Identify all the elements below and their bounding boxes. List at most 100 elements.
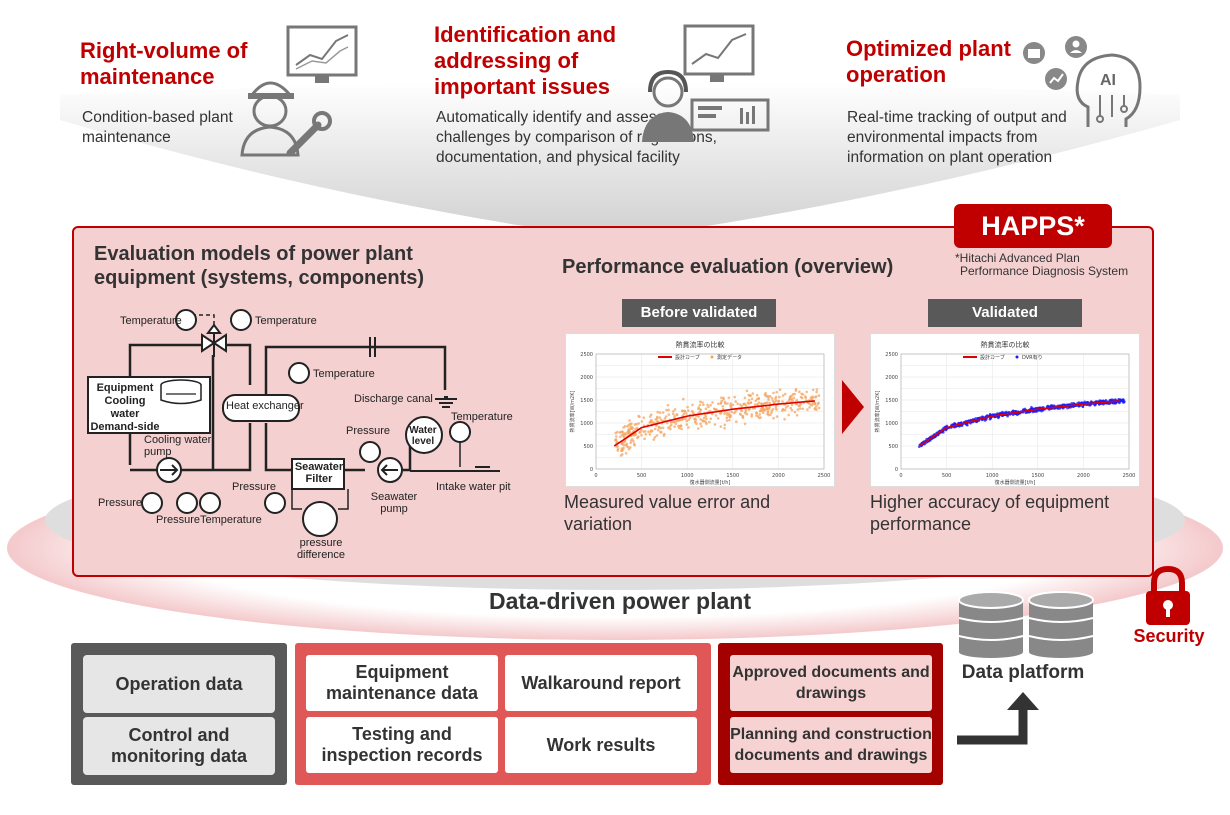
scatter-point [636,436,639,440]
label-pressure-3: Pressure [232,481,277,493]
scatter-point [655,424,658,428]
feature-title-optimized: Optimized plant operation [846,36,1011,87]
label-pressure-1: Pressure [98,497,143,509]
scatter-point [624,432,628,435]
scatter-point [674,422,678,425]
label-equipment: Equipment Cooling water Demand-side [90,382,160,433]
scatter-point [699,400,702,404]
scatter-point [699,408,702,412]
y-axis-label: 熱貫流率[W/m2K] [874,391,881,433]
scatter-point [806,408,809,411]
scatter-point [685,412,688,415]
scatter-point [621,434,624,437]
scatter-point [667,408,670,412]
y-axis-label: 熱貫流率[W/m2K] [569,391,576,433]
scatter-point [680,427,683,431]
happs-footnote-1: *Hitachi Advanced Plan [955,251,1080,265]
scatter-point [633,443,636,447]
scatter-point [793,410,797,414]
scatter-point [729,402,733,405]
scatter-point [678,426,681,430]
scatter-point [628,429,631,433]
scatter-point [640,429,643,432]
scatter-point [661,426,665,430]
scatter-point [642,430,645,433]
scatter-point [694,421,697,424]
label-discharge-canal: Discharge canal [354,393,433,405]
scatter-point [749,401,753,404]
scatter-point [705,417,708,421]
ai-head-icon: AI [1023,36,1142,127]
scatter-point [742,402,746,406]
scatter-point [794,389,798,392]
scatter-point [787,399,791,402]
scatter-point [729,405,733,408]
scatter-point [734,400,737,403]
label-temperature-1: Temperature [120,315,182,327]
x-tick-label: 2000 [772,473,785,479]
design-curve [918,400,1120,447]
scatter-point [621,453,624,456]
label-temperature-5: Temperature [200,514,262,526]
scatter-point [745,389,749,393]
approved-documents-box: Approved documents and drawings [730,655,932,711]
scatter-point [630,427,634,431]
scatter-point [717,402,720,406]
scatter-point [817,406,821,410]
scatter-point [790,403,794,407]
scatter-point [804,395,807,398]
scatter-point [721,405,725,408]
scatter-point [652,438,656,441]
plot-area [900,353,1130,470]
scatter-point [637,422,640,425]
scatter-point [691,403,694,407]
scatter-point [664,415,668,418]
scatter-point [744,408,748,411]
scatter-point [768,407,771,410]
y-tick-label: 500 [888,444,898,450]
scatter-point [684,417,687,421]
x-tick-label: 500 [942,473,952,479]
scatter-point [736,402,739,406]
y-tick-label: 0 [895,467,898,473]
scatter-point [718,411,722,415]
scatter-point [800,392,803,396]
y-tick-label: 2500 [885,352,898,358]
x-axis-label: 復水器側流量[t/h] [690,479,731,486]
scatter-point [725,416,729,420]
scatter-point [643,437,646,441]
x-tick-label: 500 [637,473,647,479]
x-tick-label: 2000 [1077,473,1090,479]
chart-validated-frame: 熱貫流率の比較設計カーブDVR有り05001000150020002500050… [870,333,1140,487]
scatter-point [706,403,709,407]
scatter-point [744,404,748,407]
scatter-point [723,427,726,430]
ai-label: AI [1100,72,1116,89]
scatter-point [715,408,718,411]
scatter-point [642,416,646,419]
scatter-point [783,392,787,396]
walkaround-report-box: Walkaround report [505,655,697,711]
scatter-point [781,400,784,403]
scatter-point [789,406,792,410]
scatter-point [747,398,751,402]
data-platform-label: Data platform [961,662,1085,683]
legend-label: DVR有り [1022,354,1043,361]
scatter-point [787,413,790,417]
scatter-point [655,434,659,437]
scatter-point [778,388,782,391]
happs-footnote-2: Performance Diagnosis System [960,264,1129,278]
scatter-point [774,395,778,399]
scatter-point [815,405,818,408]
label-heat-exchanger: Heat exchanger [226,400,304,412]
scatter-point [786,404,790,408]
scatter-point [679,424,683,428]
scatter-point [777,399,781,403]
scatter-point [621,430,624,433]
scatter-point [750,397,754,401]
scatter-point [672,412,675,416]
scatter-point [628,432,631,435]
scatter-point [653,427,657,431]
database-icon [958,591,1094,658]
scatter-point [781,394,785,397]
